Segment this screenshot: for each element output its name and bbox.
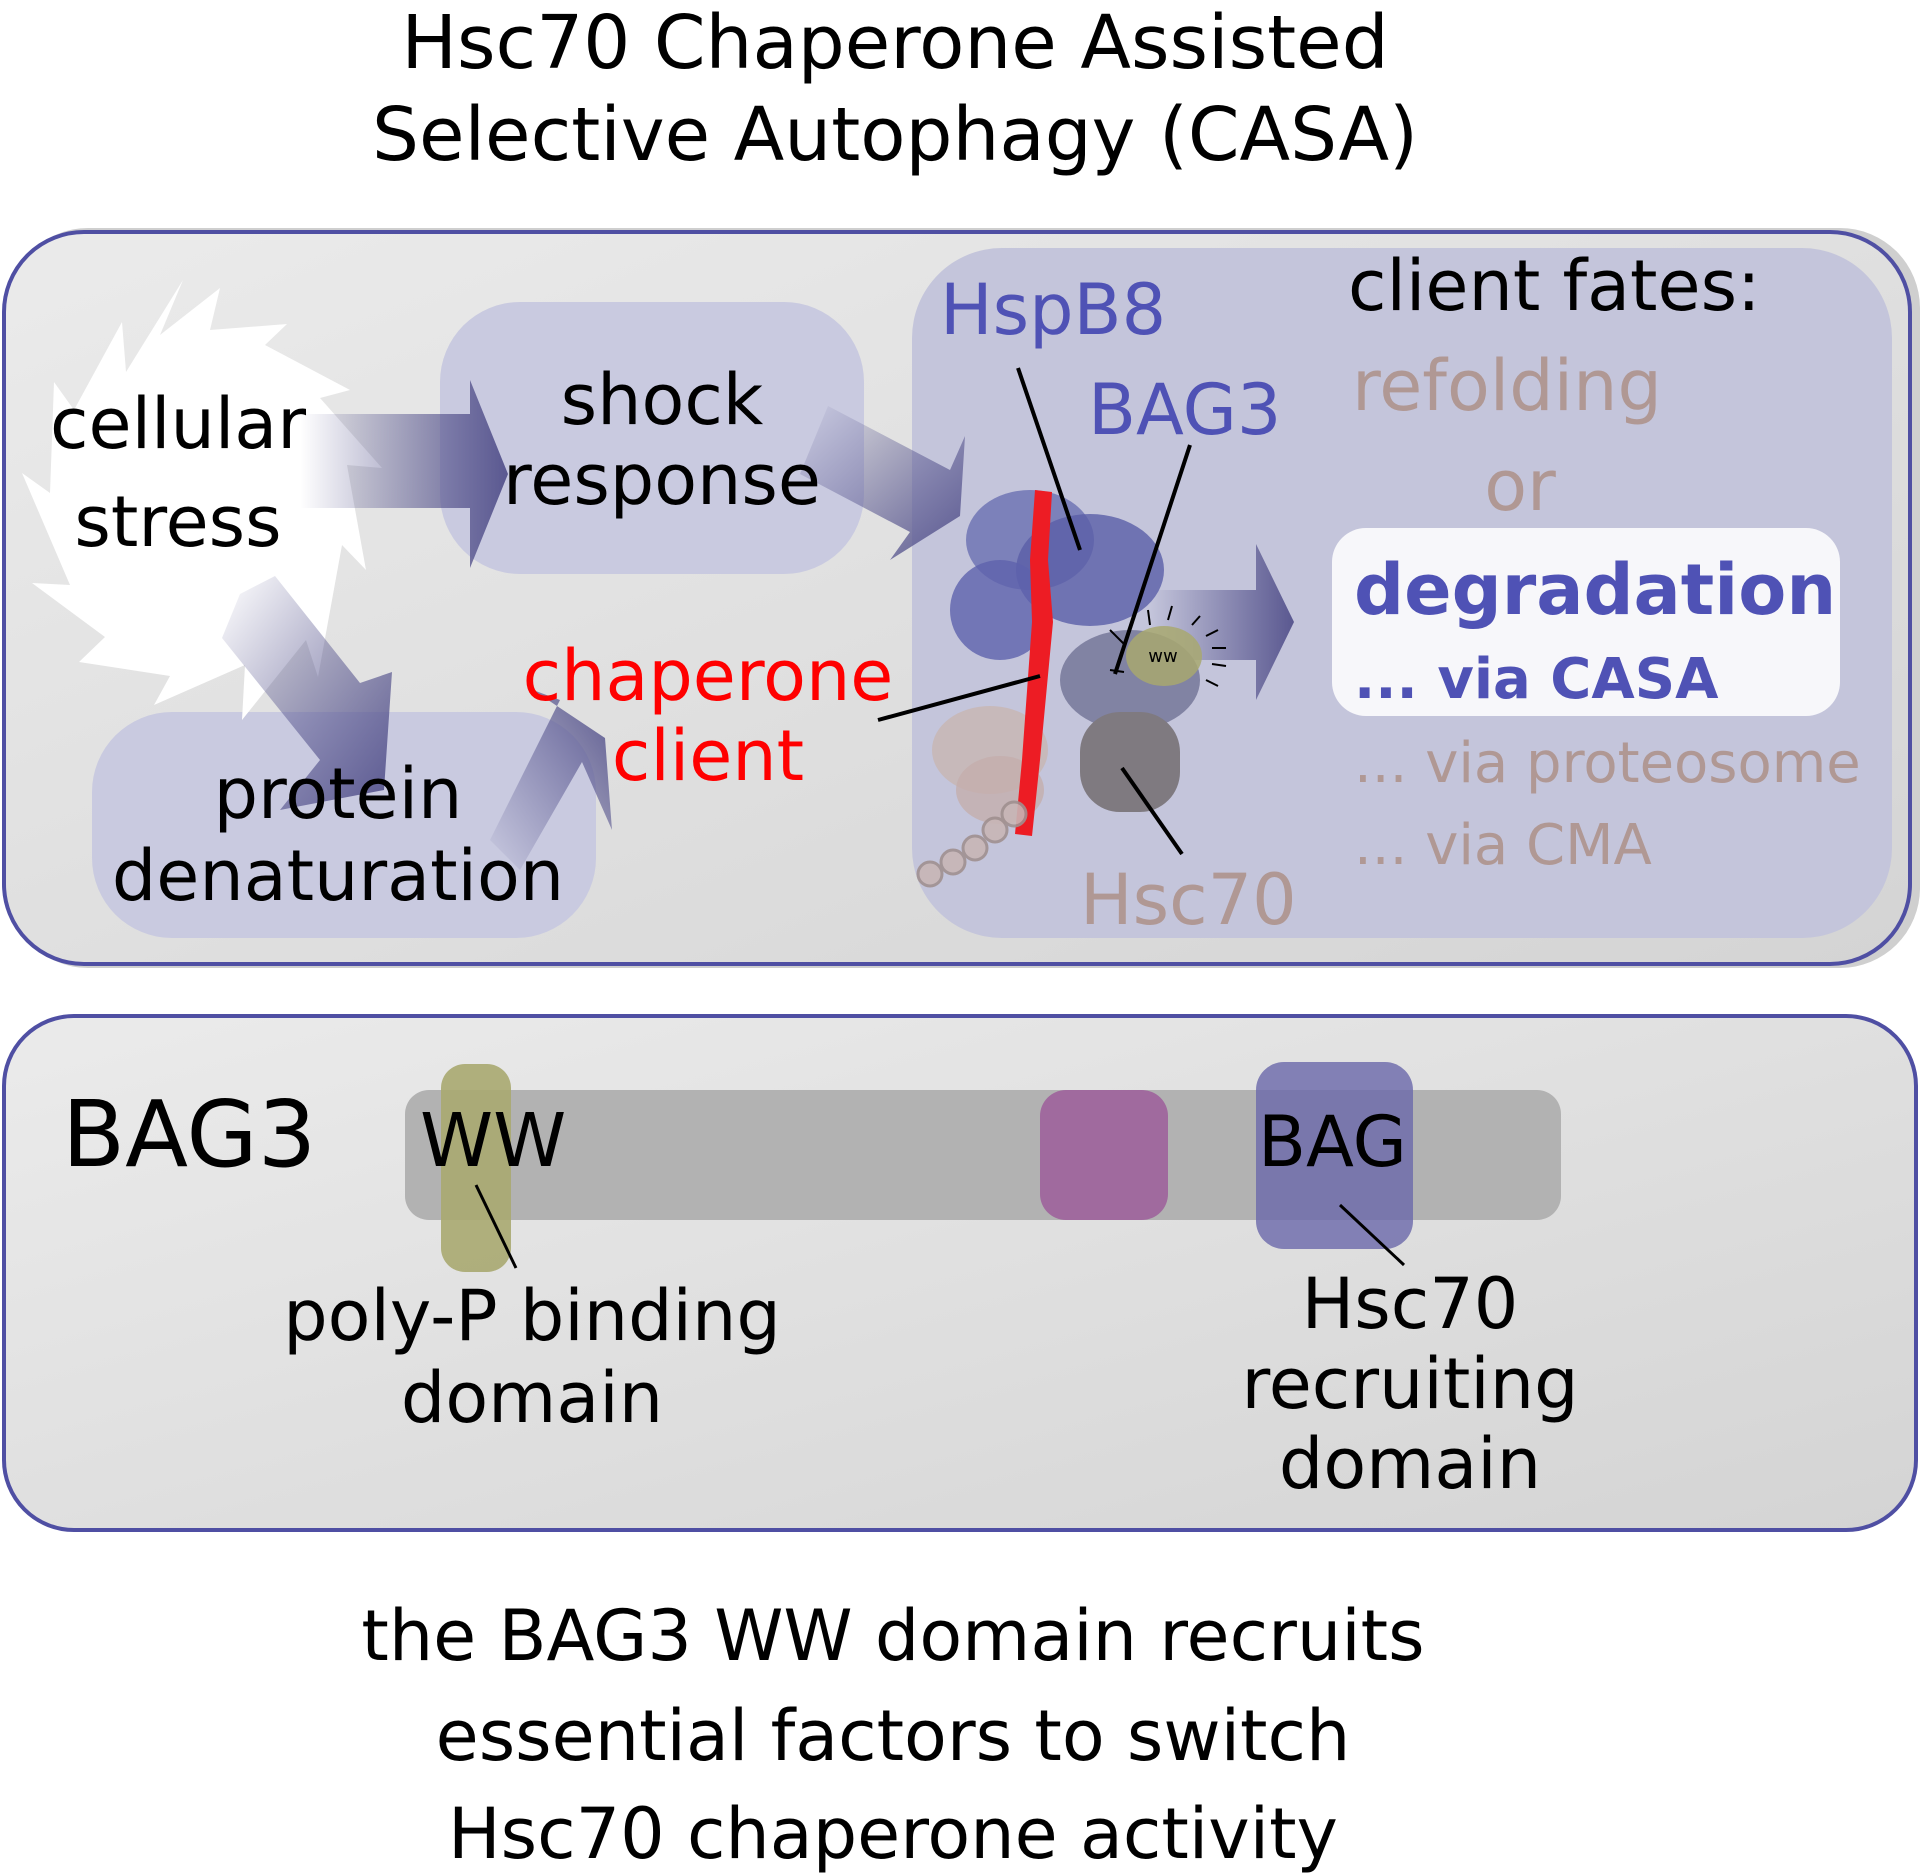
arrow-shock-to-complex-icon [800,406,965,560]
hsc70-label: Hsc70 [1080,859,1297,941]
fate-or: or [1484,445,1556,527]
leader-lines [877,367,1192,856]
domain-leader-lines [474,1184,1406,1269]
hspb8-blob [1016,514,1164,626]
ww-highlight-rays-icon [1109,605,1227,687]
shock-label-line-2: response [503,439,821,521]
arrow-complex-to-fates-icon [1150,544,1294,700]
hspb8-label: HspB8 [940,269,1166,351]
client-fates-heading: client fates: [1348,245,1761,327]
caption-line-1: the BAG3 WW domain recruits [361,1595,1424,1677]
bag-domain-box [1256,1062,1413,1249]
arrow-stress-to-shock-icon [300,380,508,568]
bag-annotation-line-1: Hsc70 [1302,1263,1519,1345]
caption-line-2: essential factors to switch [436,1695,1351,1777]
caption-line-3: Hsc70 chaperone activity [448,1793,1338,1875]
bag3-complex-label: BAG3 [1088,369,1281,451]
arrow-denaturation-to-client-icon [490,690,612,870]
hspb8-blob [950,560,1050,660]
denaturation-label-line-2: denaturation [112,835,564,917]
shock-label-line-1: shock [561,359,764,441]
middle-domain-box [1040,1090,1168,1220]
stress-label-line-2: stress [74,481,281,563]
fate-refolding: refolding [1352,345,1662,427]
client-polypeptide [1015,490,1053,836]
denaturation-box [92,712,596,938]
figure-title: Hsc70 Chaperone Assisted Selective Autop… [372,0,1418,178]
title-line-2: Selective Autophagy (CASA) [372,92,1418,178]
shock-response-box [440,302,864,574]
fate-via-cma: ... via CMA [1354,813,1652,878]
casa-highlight-box [1332,528,1840,716]
bag3-domain-panel: BAG3 WW BAG poly-P binding domain Hsc70 … [2,1014,1918,1532]
figure-caption: the BAG3 WW domain recruits essential fa… [361,1595,1424,1875]
bag3-protein-label: BAG3 [62,1081,316,1188]
chaperone-complex-illustration: ww [877,367,1227,888]
ww-annotation-line-2: domain [401,1357,663,1439]
bag-annotation-line-2: recruiting [1241,1343,1578,1425]
ww-domain-blob [1126,626,1202,686]
client-label-line-1: chaperone [523,635,894,717]
title-line-1: Hsc70 Chaperone Assisted [401,0,1388,86]
arrow-stress-to-denaturation-icon [222,576,392,810]
hsc70-blob [1080,712,1180,812]
pathway-panel: ww [2,228,1920,968]
ww-domain-label: WW [420,1098,566,1184]
denaturation-label-line-1: protein [214,753,463,835]
ww-tag: ww [1148,646,1177,667]
stress-label-line-1: cellular [50,383,306,465]
fate-degradation: degradation [1354,549,1836,631]
bag-domain-label: BAG [1258,1101,1407,1183]
client-label-line-2: client [612,715,804,797]
ww-annotation-line-1: poly-P binding [283,1275,781,1357]
poly-p-chain-icon [916,800,1028,888]
fate-via-proteosome: ... via proteosome [1354,731,1861,796]
bag-annotation-line-3: domain [1279,1423,1541,1505]
fate-via-casa: ... via CASA [1354,647,1719,712]
